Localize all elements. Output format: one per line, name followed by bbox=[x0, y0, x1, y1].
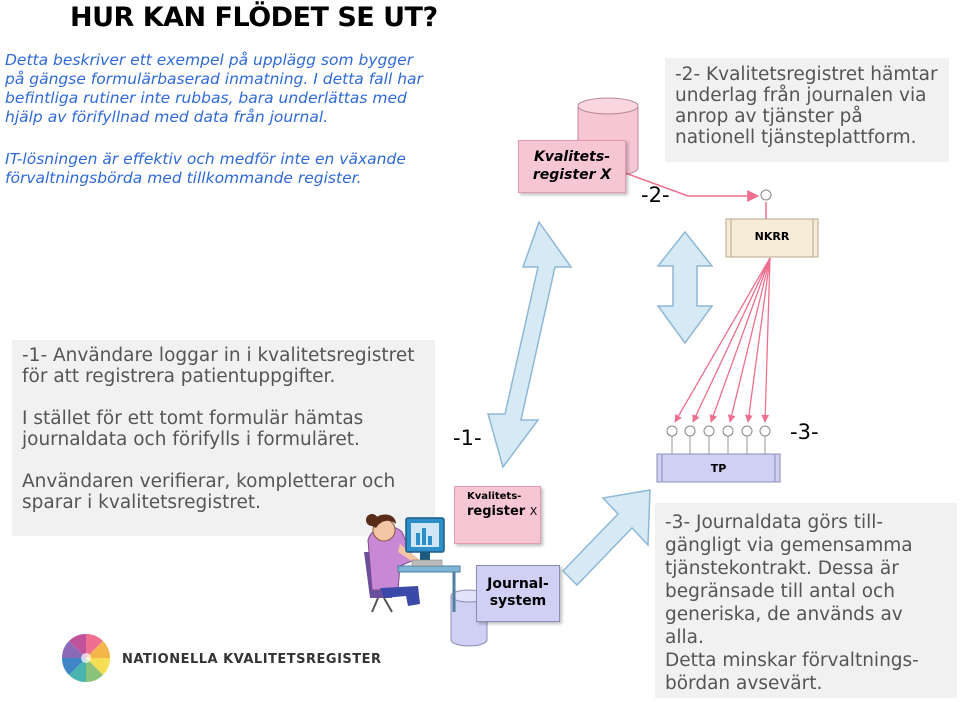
journal-line2: system bbox=[489, 593, 547, 609]
step3-line: begränsade till antal och bbox=[665, 581, 895, 602]
register-bottom-line2: register bbox=[467, 504, 526, 519]
step2-line: underlag från journalen via bbox=[675, 85, 927, 106]
step2-line: -2- Kvalitetsregistret hämtar bbox=[675, 64, 938, 85]
step1-line: sparar i kvalitetsregistret. bbox=[22, 492, 262, 513]
intro-line: förvaltningsbörda med tillkommande regis… bbox=[5, 169, 362, 187]
intro-line: hjälp av förifyllnad med data från journ… bbox=[5, 108, 329, 126]
nkrr-label: NKRR bbox=[754, 230, 790, 243]
intro-line: befintliga rutiner inte rubbas, bara und… bbox=[5, 89, 407, 107]
page-title: HUR KAN FLÖDET SE UT? bbox=[70, 2, 438, 33]
step2-label: -2- bbox=[641, 183, 670, 207]
journal-line1: Journal- bbox=[487, 576, 549, 592]
intro-paragraph-2: IT-lösningen är effektiv och medför inte… bbox=[5, 150, 406, 188]
step3-line: bördan avsevärt. bbox=[665, 673, 823, 694]
user-at-computer-icon bbox=[364, 514, 461, 613]
step3-line: tjänstekontrakt. Dessa är bbox=[665, 558, 899, 579]
step2-connector bbox=[605, 165, 760, 202]
step3-line: generiska, de används av bbox=[665, 604, 903, 625]
journal-system-box: Journal- system bbox=[476, 565, 560, 622]
step3-line: Detta minskar förvaltnings- bbox=[665, 650, 919, 671]
step1-line: Användaren verifierar, kompletterar och bbox=[22, 471, 396, 492]
intro-line: Detta beskriver ett exempel på upplägg s… bbox=[5, 51, 414, 69]
step1-line: för att registrera patientuppgifter. bbox=[22, 366, 336, 387]
step1-description-box: -1- Användare loggar in i kvalitetsregis… bbox=[12, 340, 435, 536]
logo-text: NATIONELLA KVALITETSREGISTER bbox=[122, 652, 382, 667]
logo-pinwheel-icon bbox=[61, 633, 111, 683]
register-top-line2: register X bbox=[532, 167, 612, 183]
tp-service-nodes bbox=[666, 425, 771, 455]
arrow-journal-to-tp-icon bbox=[561, 489, 651, 587]
tp-label: TP bbox=[710, 462, 727, 475]
step3-line: alla. bbox=[665, 627, 704, 648]
nkrr-bar bbox=[725, 218, 819, 258]
step1-line: -1- Användare loggar in i kvalitetsregis… bbox=[22, 345, 415, 366]
quality-register-top-box: Kvalitets- register X bbox=[518, 140, 626, 193]
step2-description-box: -2- Kvalitetsregistret hämtar underlag f… bbox=[665, 58, 949, 162]
service-node bbox=[760, 189, 772, 201]
step3-line: gängligt via gemensamma bbox=[665, 535, 913, 556]
register-top-line1: Kvalitets- bbox=[533, 149, 611, 165]
double-arrow-register-icon bbox=[487, 220, 573, 469]
intro-line: IT-lösningen är effektiv och medför inte… bbox=[5, 150, 406, 168]
step1-line: I stället för ett tomt formulär hämtas bbox=[22, 408, 364, 429]
quality-register-bottom-box: Kvalitets- register X bbox=[454, 486, 541, 544]
step3-label: -3- bbox=[790, 420, 819, 444]
double-arrow-vertical-icon bbox=[656, 230, 714, 345]
tp-bar bbox=[656, 453, 781, 483]
step3-description-box: -3- Journaldata görs till- gängligt via … bbox=[655, 503, 957, 698]
register-bottom-line2-wrap: register X bbox=[467, 503, 540, 521]
step2-line: nationell tjänsteplattform. bbox=[675, 127, 917, 148]
register-bottom-suffix: X bbox=[529, 505, 538, 518]
step1-line: journaldata och förifylls i formuläret. bbox=[22, 429, 360, 450]
step1-label: -1- bbox=[453, 426, 482, 450]
step2-line: anrop av tjänster på bbox=[675, 106, 863, 127]
intro-line: på gängse formulärbaserad inmatning. I d… bbox=[5, 70, 423, 88]
register-bottom-line1: Kvalitets- bbox=[467, 491, 522, 502]
intro-paragraph-1: Detta beskriver ett exempel på upplägg s… bbox=[5, 51, 423, 127]
step3-line: -3- Journaldata görs till- bbox=[665, 512, 884, 533]
service-links bbox=[674, 257, 771, 423]
